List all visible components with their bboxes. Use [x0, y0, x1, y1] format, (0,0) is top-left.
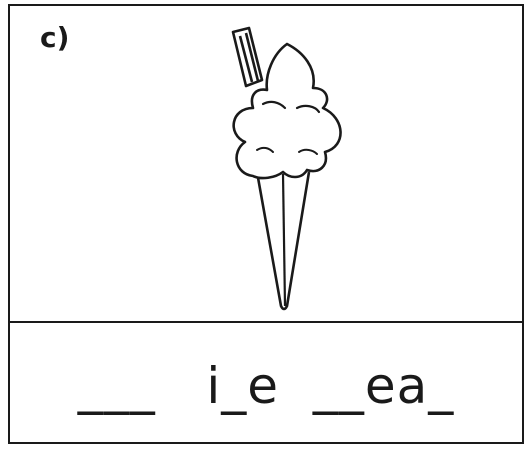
- picture-panel: c): [10, 6, 522, 323]
- worksheet-card: c) ___ i_e __ea_: [8, 4, 524, 444]
- word-prompt: ___ i_e __ea_: [77, 357, 455, 415]
- cone-icon: [255, 171, 311, 311]
- question-label: c): [40, 21, 70, 54]
- ice-cream-cone-icon: [231, 26, 342, 311]
- flake-icon: [231, 26, 264, 88]
- ice-cream-scoop-icon: [232, 42, 342, 180]
- answer-panel: ___ i_e __ea_: [10, 323, 522, 441]
